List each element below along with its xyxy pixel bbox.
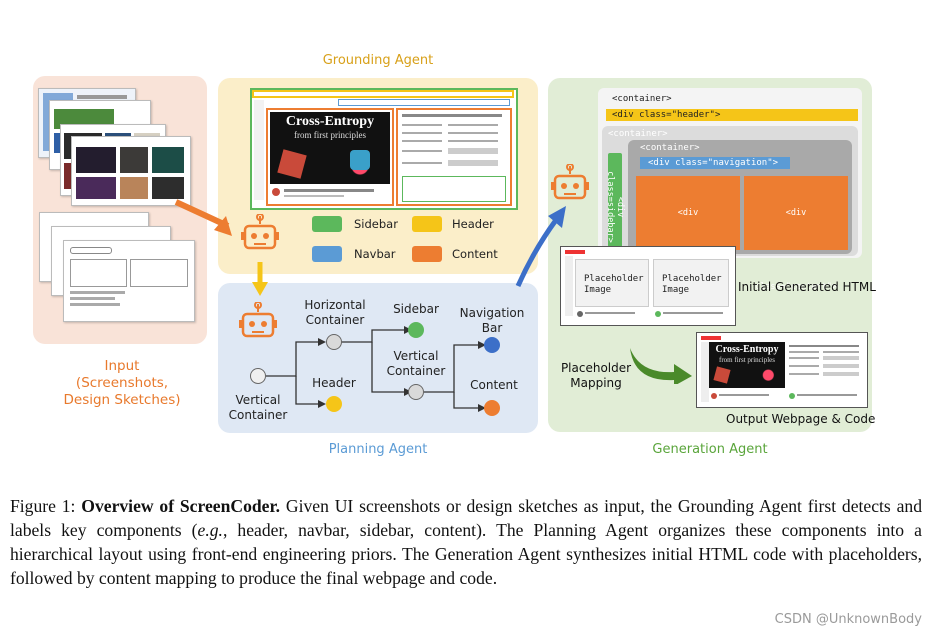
code-content-div-2: <div class="content"> [744,176,848,292]
edge-vc-hc [266,341,318,377]
code-sidebar-div: <div class=sidebar> [605,153,625,253]
grounding-to-planning-arrow-icon [252,282,268,296]
label-navigation-bar: Navigation Bar [459,306,525,335]
caption-bold-title: Overview of ScreenCoder. [81,496,281,516]
code-navigation-div: <div class="navigation"> [640,157,790,169]
grounding-content-box-2 [396,108,512,206]
watermark: CSDN @UnknownBody [774,612,922,627]
code-container-innermost-label: <container> [640,143,700,153]
grounding-header-box [252,90,514,98]
label-vertical-container: Vertical Container [228,393,288,422]
output-thumbnail: Cross-Entropy from first principles [709,342,785,388]
code-header-div: <div class="header"> [606,109,858,121]
node-horizontal-container [326,334,342,350]
grounding-screenshot: Cross-Entropy from first principles [250,88,518,210]
planning-title: Planning Agent [328,442,428,457]
mapping-arrow-icon [630,348,692,384]
edge-vc2-nav [424,344,478,393]
output-webpage-preview: Cross-Entropy from first principles [696,332,868,408]
node-sidebar [408,322,424,338]
legend-swatch-header [412,216,442,232]
node-vertical-container [250,368,266,384]
label-horizontal-container: Horizontal Container [304,298,366,327]
legend-label-navbar: Navbar [354,247,396,261]
placeholder-image-2: Placeholder Image [653,259,729,307]
edge-hc-sidebar [341,329,404,343]
input-title: Input (Screenshots, Design Sketches) [63,358,181,408]
caption-text-1: Given UI screenshots or design sketches … [10,496,922,540]
edge-hc-vc2 [371,342,404,393]
thumbnail-image: Cross-Entropy from first principles [270,112,390,184]
legend-swatch-content [412,246,442,262]
label-content: Content [470,378,518,392]
initial-html-label: Initial Generated HTML [738,280,876,294]
code-container-outer-label: <container> [612,94,672,104]
node-vertical-container-2 [408,384,424,400]
input-to-grounding-arrow-icon [214,216,232,236]
label-header: Header [312,376,356,390]
generation-robot-icon [551,164,589,200]
input-panel [33,76,207,344]
placeholder-image-1: Placeholder Image [575,259,649,307]
grounding-title: Grounding Agent [322,53,434,68]
planning-to-generation-arrow-icon [548,206,566,228]
label-sidebar: Sidebar [393,302,439,316]
edge-vc2-content [453,392,478,409]
code-container-inner-label: <container> [608,129,668,139]
placeholder-mapping-label: Placeholder Mapping [560,361,632,390]
caption-italic-eg: e.g. [197,520,223,540]
legend-label-content: Content [452,247,498,261]
grounding-navbar-box [338,99,510,106]
grounding-robot-icon [241,214,279,250]
node-header [326,396,342,412]
caption-text-2: , header, navbar, sidebar, content). The… [10,520,922,588]
edge-vc-header [295,376,318,405]
label-vertical-container-2: Vertical Container [386,349,446,378]
output-label: Output Webpage & Code [726,412,876,426]
caption-figure-label: Figure 1: [10,496,76,516]
legend-label-sidebar: Sidebar [354,217,398,231]
node-content [484,400,500,416]
legend-swatch-sidebar [312,216,342,232]
planning-robot-icon [239,302,277,338]
input-sketch-3 [63,240,195,322]
legend-label-header: Header [452,217,494,231]
generation-title: Generation Agent [652,442,768,457]
input-screenshot-4 [71,136,191,206]
legend-swatch-navbar [312,246,342,262]
grounding-content-box-1: Cross-Entropy from first principles [266,108,394,206]
initial-html-preview: Placeholder Image Placeholder Image [560,246,736,326]
figure-caption: Figure 1: Overview of ScreenCoder. Given… [10,494,922,590]
node-navigation-bar [484,337,500,353]
